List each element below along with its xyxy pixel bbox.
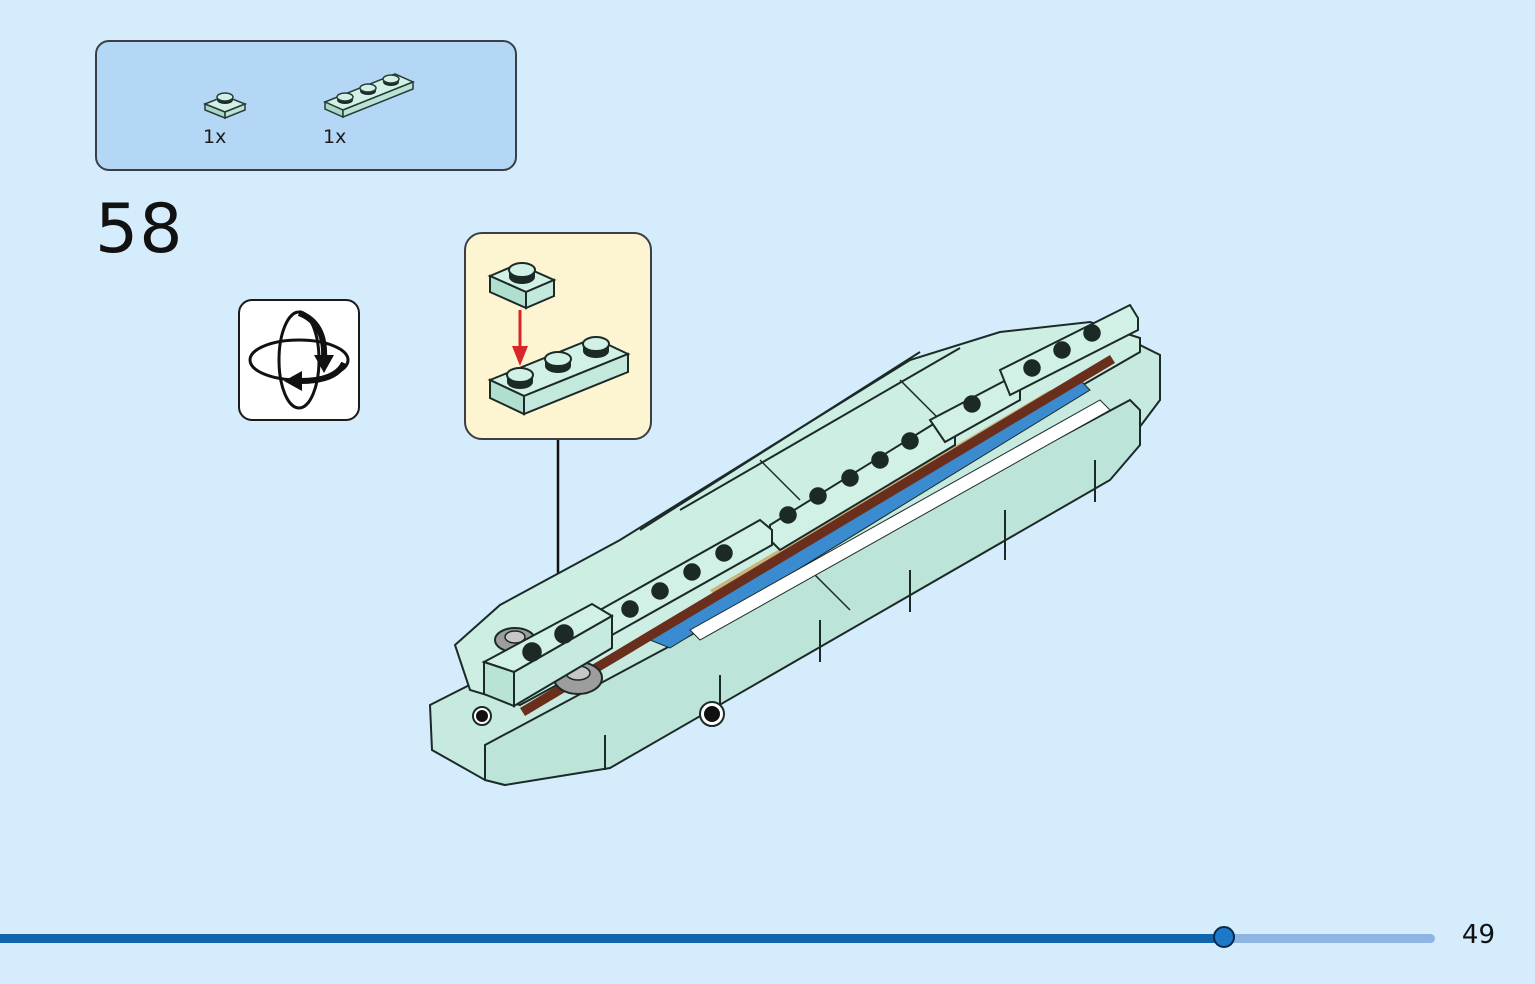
- callout-plate-1x3-icon: [487, 336, 631, 416]
- new-plate-1x3: [481, 602, 614, 708]
- stripe-brown: [520, 355, 1115, 716]
- side-stud-icon: [476, 710, 488, 722]
- deck-studs: [621, 324, 1101, 618]
- stripe-white: [689, 399, 1111, 641]
- plate-1x1-icon: [202, 92, 248, 120]
- parts-list-box: 1x 1x: [95, 40, 517, 171]
- plate-1x1-qty: 1x: [203, 126, 227, 148]
- callout-plate-1x1-icon: [487, 262, 557, 310]
- progress-knob: [1213, 926, 1235, 948]
- side-stud-icon: [704, 706, 720, 722]
- plate-1x3-qty: 1x: [323, 126, 347, 148]
- page-number: 49: [1461, 920, 1495, 950]
- callout-box: [464, 232, 652, 440]
- progress-fill: [0, 934, 1224, 943]
- rotate-model-icon: [248, 310, 350, 410]
- progress-bar: [0, 926, 1435, 948]
- callout-subassembly: [487, 262, 631, 416]
- red-down-arrow-icon: [512, 310, 528, 366]
- step-number: 58: [95, 190, 184, 269]
- rotate-model-box: [238, 299, 360, 421]
- plate-1x3-icon: [323, 73, 415, 119]
